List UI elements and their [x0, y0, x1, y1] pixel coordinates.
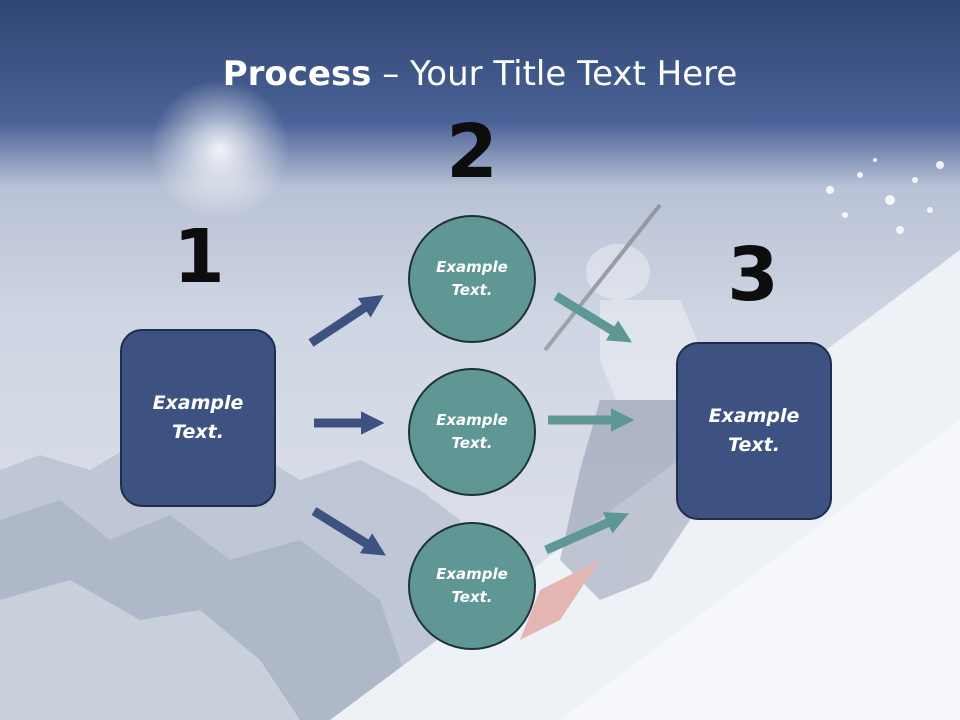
circle-top-label: Example Text. — [436, 258, 508, 299]
process-circle-middle: Example Text. — [408, 368, 536, 496]
left-process-box: Example Text. — [120, 329, 276, 507]
right-process-box: Example Text. — [676, 342, 832, 520]
process-circle-bottom: Example Text. — [408, 522, 536, 650]
circle-middle-label: Example Text. — [436, 411, 508, 452]
title-bold: Process — [222, 54, 372, 94]
left-box-label: Example Text. — [152, 392, 244, 443]
step-number-1: 1 — [173, 214, 225, 300]
slide-title: Process – Your Title Text Here — [0, 54, 960, 94]
circle-bottom-label: Example Text. — [436, 565, 508, 606]
title-rest: – Your Title Text Here — [371, 54, 738, 94]
process-circle-top: Example Text. — [408, 215, 536, 343]
step-number-3: 3 — [727, 232, 779, 318]
step-number-2: 2 — [446, 109, 498, 195]
right-box-label: Example Text. — [708, 405, 800, 456]
